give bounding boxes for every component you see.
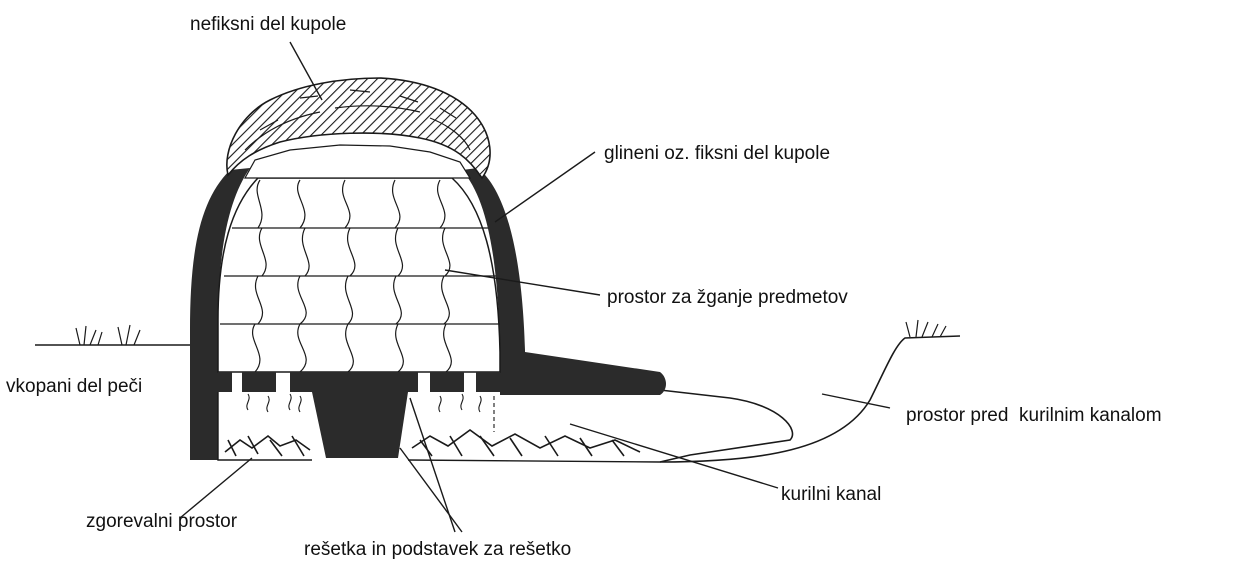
label-firing-space: prostor za žganje predmetov — [607, 287, 848, 308]
label-dome-top: nefiksni del kupole — [190, 14, 346, 35]
grate — [218, 372, 500, 392]
label-grate: rešetka in podstavek za rešetko — [304, 539, 571, 560]
brushwood — [225, 430, 640, 456]
label-dome-fixed: glineni oz. fiksni del kupole — [604, 143, 830, 164]
dome-inner-fixed — [245, 145, 470, 178]
label-combustion: zgorevalni prostor — [86, 511, 238, 532]
grate-support — [312, 392, 408, 458]
label-sunken-part: vkopani del peči — [6, 376, 142, 397]
combustion-space — [218, 392, 660, 462]
label-front-space: prostor pred kurilnim kanalom — [906, 405, 1162, 426]
label-fire-channel: kurilni kanal — [781, 484, 881, 505]
